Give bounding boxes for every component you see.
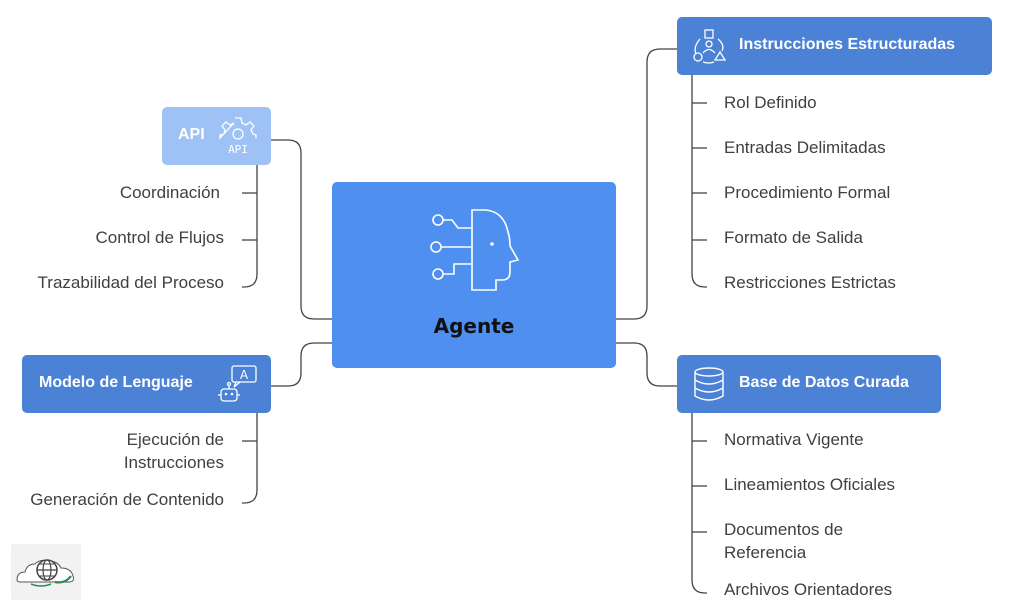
modelo-node[interactable]: Modelo de Lenguaje	[22, 355, 271, 413]
modelo-leaf-ejecucion-line1: Ejecución de	[126, 430, 224, 449]
globe-cloud-logo	[11, 544, 81, 600]
ai-head-icon	[430, 209, 520, 291]
structure-shapes-icon	[693, 29, 727, 64]
base-leaf-archivos: Archivos Orientadores	[724, 580, 893, 599]
chat-bot-icon: A	[218, 365, 257, 402]
spine-api	[242, 165, 258, 288]
modelo-node-label: Modelo de Lenguaje	[39, 374, 193, 391]
instr-leaf-formato: Formato de Salida	[724, 228, 863, 247]
base-leaf-documentos-line1: Documentos de	[724, 520, 844, 539]
instr-leaf-rol: Rol Definido	[724, 93, 817, 112]
spine-base	[691, 413, 707, 594]
instrucciones-node[interactable]: Instrucciones Estructuradas	[677, 17, 992, 75]
instrucciones-node-label: Instrucciones Estructuradas	[739, 36, 956, 53]
modelo-leaf-generacion: Generación de Contenido	[30, 490, 224, 509]
instr-leaf-restricciones: Restricciones Estrictas	[724, 273, 896, 292]
agente-center-label: Agente	[433, 314, 515, 338]
api-node[interactable]: API	[162, 107, 271, 165]
api-leaf-coordinacion: Coordinación	[119, 183, 220, 202]
api-node-label: API	[178, 126, 205, 143]
connector-modelo	[271, 342, 332, 387]
base-leaf-normativa: Normativa Vigente	[724, 430, 864, 449]
globe-cloud-logo-icon	[16, 559, 74, 587]
base-leaf-documentos-line2: Referencia	[724, 543, 807, 562]
api-leaf-control-flujos: Control de Flujos	[95, 228, 224, 247]
base-node-label: Base de Datos Curada	[739, 374, 909, 391]
svg-text:API: API	[228, 143, 248, 156]
api-gear-icon: API	[219, 117, 257, 156]
base-node[interactable]: Base de Datos Curada	[677, 355, 941, 413]
agente-center-node[interactable]: Agente	[332, 182, 616, 368]
svg-text:A: A	[240, 368, 249, 382]
connector-api	[271, 139, 332, 320]
database-icon	[694, 367, 724, 401]
base-leaf-lineamientos: Lineamientos Oficiales	[724, 475, 896, 494]
spine-modelo	[242, 413, 258, 504]
spine-instr	[691, 75, 707, 288]
base-leaf-documentos: Documentos de Referencia	[724, 518, 843, 564]
instr-leaf-procedimiento: Procedimiento Formal	[724, 183, 891, 202]
modelo-leaf-ejecucion: Ejecución de Instrucciones	[124, 428, 224, 474]
api-leaf-trazabilidad: Trazabilidad del Proceso	[37, 273, 224, 292]
connector-instr	[616, 48, 677, 320]
instr-leaf-entradas: Entradas Delimitadas	[724, 138, 886, 157]
connector-base	[616, 342, 677, 387]
modelo-leaf-ejecucion-line2: Instrucciones	[123, 453, 224, 472]
